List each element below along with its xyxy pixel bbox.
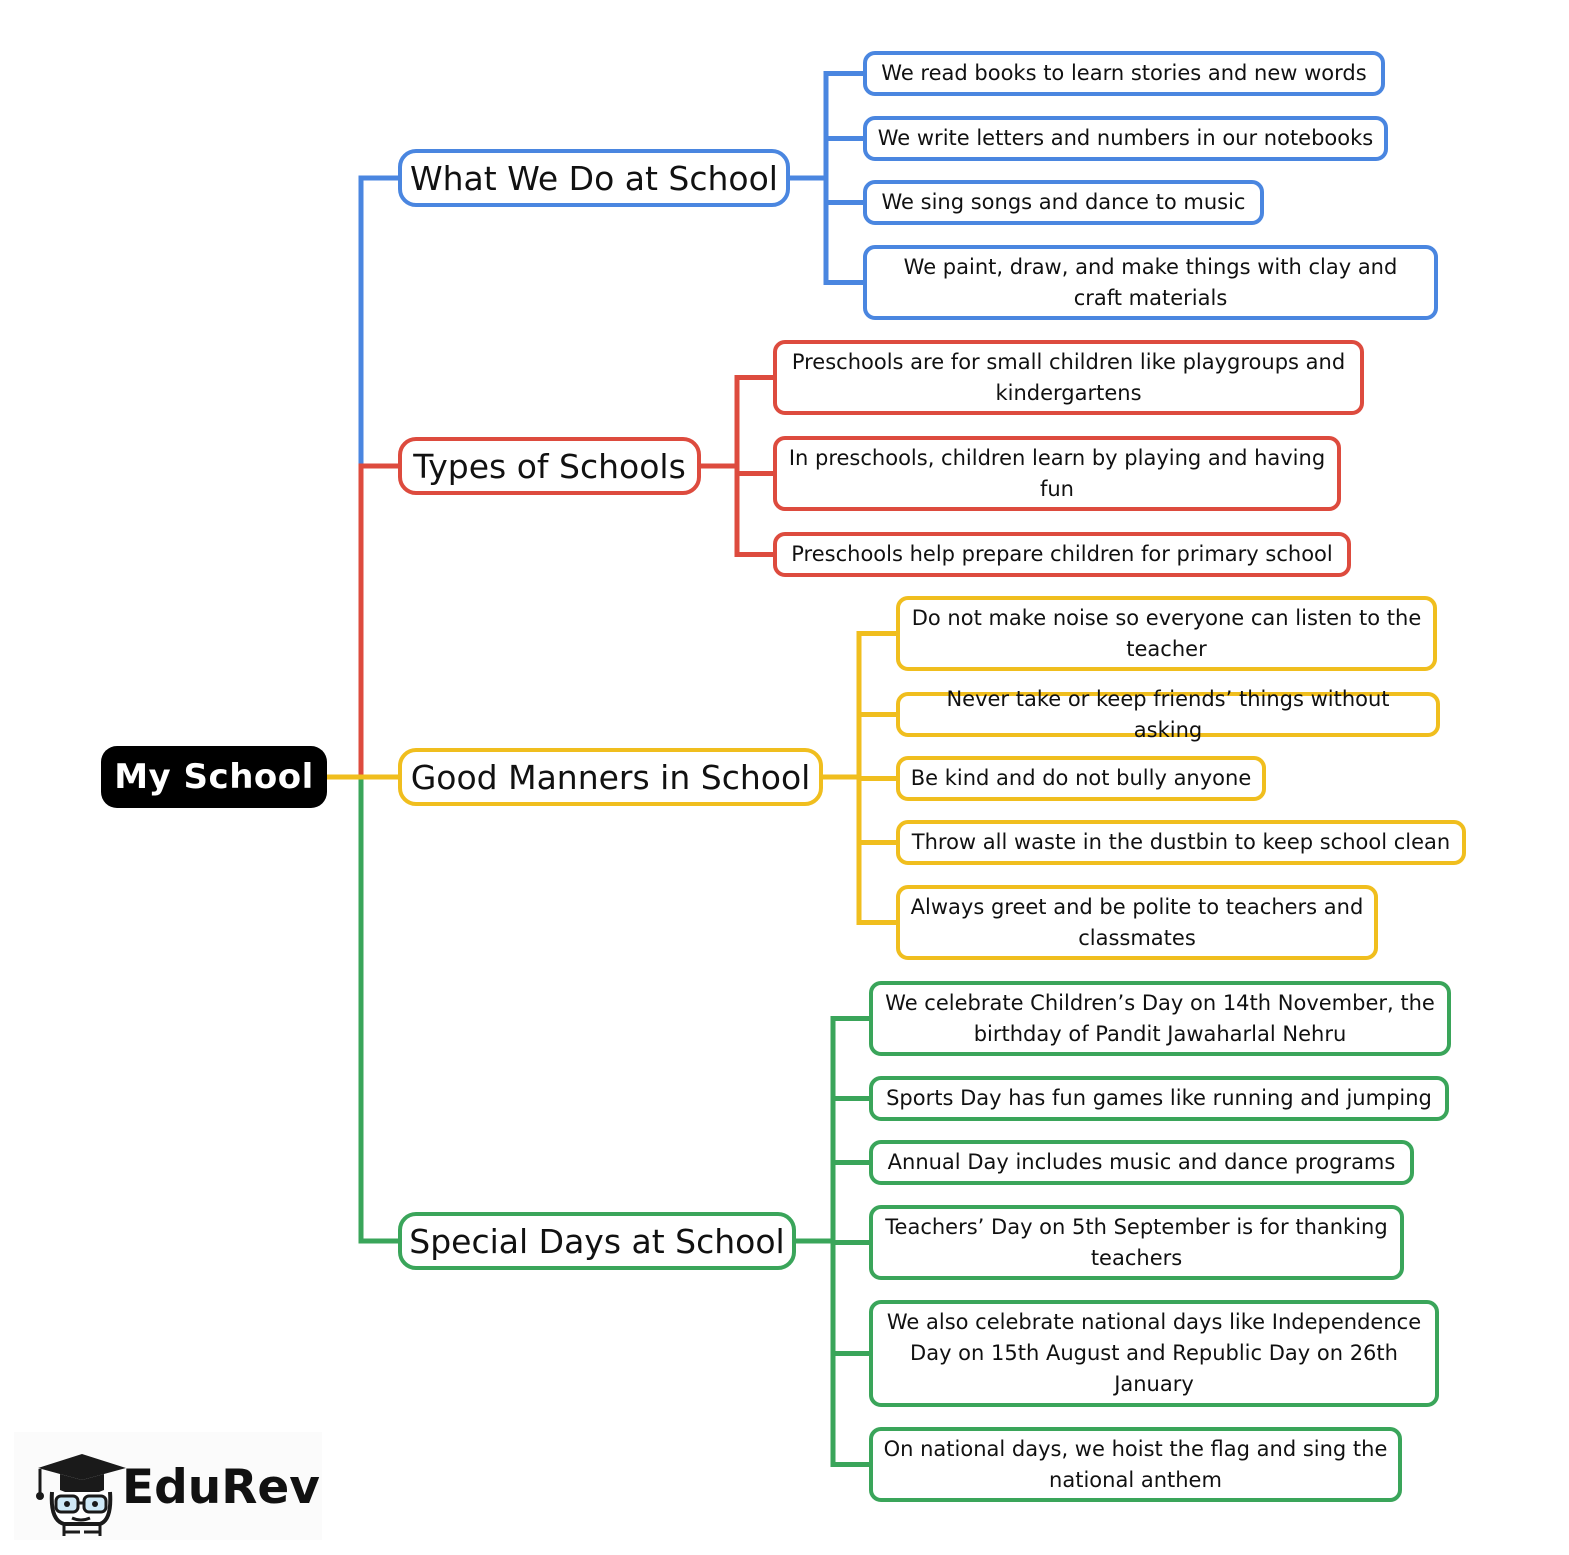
- leaf-node: Teachers’ Day on 5th September is for th…: [869, 1205, 1404, 1280]
- root-node: My School: [101, 746, 327, 808]
- leaf-node: Preschools help prepare children for pri…: [773, 532, 1351, 577]
- leaf-node: On national days, we hoist the flag and …: [869, 1427, 1402, 1502]
- leaf-node: Never take or keep friends’ things witho…: [896, 687, 1440, 742]
- leaf-node: Preschools are for small children like p…: [773, 340, 1364, 415]
- leaf-node: Be kind and do not bully anyone: [896, 756, 1266, 801]
- graduate-cap-icon: [36, 1454, 126, 1536]
- leaf-node: We celebrate Children’s Day on 14th Nove…: [869, 981, 1451, 1056]
- branch-node: Good Manners in School: [398, 748, 823, 806]
- branch-node: Types of Schools: [398, 437, 701, 495]
- edurev-logo: EduRev: [14, 1432, 322, 1540]
- branch-node: What We Do at School: [398, 149, 790, 207]
- leaf-node: Throw all waste in the dustbin to keep s…: [896, 820, 1466, 865]
- leaf-node: Annual Day includes music and dance prog…: [869, 1140, 1414, 1185]
- leaf-node: We write letters and numbers in our note…: [863, 116, 1388, 161]
- leaf-node: Always greet and be polite to teachers a…: [896, 885, 1378, 960]
- leaf-node: We sing songs and dance to music: [863, 180, 1264, 225]
- leaf-node: We paint, draw, and make things with cla…: [863, 245, 1438, 320]
- leaf-node: In preschools, children learn by playing…: [773, 436, 1341, 511]
- leaf-node: Do not make noise so everyone can listen…: [896, 596, 1437, 671]
- leaf-node: We also celebrate national days like Ind…: [869, 1300, 1439, 1407]
- branch-node: Special Days at School: [398, 1212, 796, 1270]
- logo-text: EduRev: [122, 1460, 320, 1515]
- leaf-node: We read books to learn stories and new w…: [863, 51, 1385, 96]
- leaf-node: Sports Day has fun games like running an…: [869, 1076, 1449, 1121]
